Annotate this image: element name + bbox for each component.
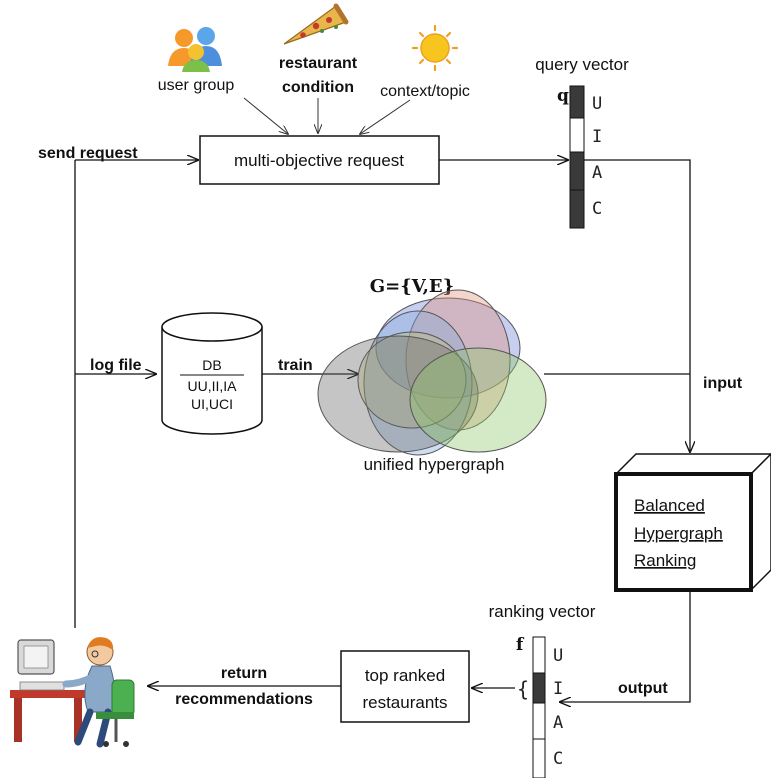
pizza-slice-icon <box>283 3 349 45</box>
ranking-vector <box>532 636 546 778</box>
ranking-to-vector-arrow <box>560 590 691 702</box>
hypergraph-venn <box>317 289 547 456</box>
train-label: train <box>278 357 313 374</box>
top-ranked-line1: top ranked <box>365 666 445 685</box>
ranking-cell-a <box>532 702 546 740</box>
balanced-hypergraph-ranking-box <box>614 452 771 592</box>
hypergraph-title: G={V,E} <box>370 276 454 297</box>
sun-icon <box>411 24 459 72</box>
ranking-box-line3: Ranking <box>634 551 696 570</box>
query-label-c: C <box>592 199 602 219</box>
ranking-vector-symbol: f <box>516 635 525 655</box>
context-topic-label: context/topic <box>380 83 470 100</box>
multi-objective-request-box <box>199 135 440 185</box>
top-ranked-line2: restaurants <box>362 693 447 712</box>
hyperedge-salmon <box>405 289 511 431</box>
ranking-cell-c <box>532 738 546 778</box>
recommendations-label: recommendations <box>175 691 313 708</box>
hyperedge-yellow <box>357 331 467 429</box>
restaurant-label: restaurant <box>279 55 358 72</box>
ranking-box-line1: Balanced <box>634 496 705 515</box>
query-cell-i <box>569 117 585 153</box>
query-cell-u <box>569 85 585 119</box>
query-to-ranking-arrow <box>584 159 690 452</box>
send-request-label: send request <box>38 145 138 162</box>
database-icon <box>161 312 263 435</box>
ranking-box-line2: Hypergraph <box>634 524 723 543</box>
query-label-i: I <box>592 127 602 147</box>
ranking-brace: { <box>517 677 529 701</box>
ranking-cell-i <box>532 672 546 704</box>
input-label: input <box>703 375 743 392</box>
user-group-icon <box>168 27 222 72</box>
arrow-user-group <box>243 97 288 134</box>
output-label: output <box>618 680 668 697</box>
hypergraph-caption: unified hypergraph <box>364 455 505 474</box>
query-label-u: U <box>592 94 602 114</box>
query-label-a: A <box>592 163 602 183</box>
query-cell-a <box>569 151 585 191</box>
hyperedge-green <box>409 347 547 453</box>
ranking-cell-u <box>532 636 546 674</box>
ranking-label-c: C <box>553 749 563 769</box>
top-ranked-box <box>340 650 470 723</box>
query-vector <box>569 85 585 229</box>
ranking-label-i: I <box>553 679 563 699</box>
db-title: DB <box>202 357 221 373</box>
query-cell-c <box>569 189 585 229</box>
ranking-label-a: A <box>553 713 563 733</box>
condition-label: condition <box>282 79 354 96</box>
ranking-label-u: U <box>553 646 563 666</box>
ranking-vector-title: ranking vector <box>489 602 596 621</box>
db-line1: UU,II,IA <box>187 378 237 394</box>
hyperedge-gray <box>317 335 479 453</box>
log-file-label: log file <box>90 357 142 374</box>
hyperedge-blue <box>375 297 521 399</box>
arrow-context <box>360 99 411 134</box>
query-vector-symbol: q <box>557 86 569 106</box>
multi-objective-request-label: multi-objective request <box>234 151 404 170</box>
query-vector-title: query vector <box>535 55 629 74</box>
db-line2: UI,UCI <box>191 396 233 412</box>
user-at-computer-icon <box>10 637 135 748</box>
user-group-label: user group <box>158 77 235 94</box>
return-label: return <box>221 665 267 682</box>
